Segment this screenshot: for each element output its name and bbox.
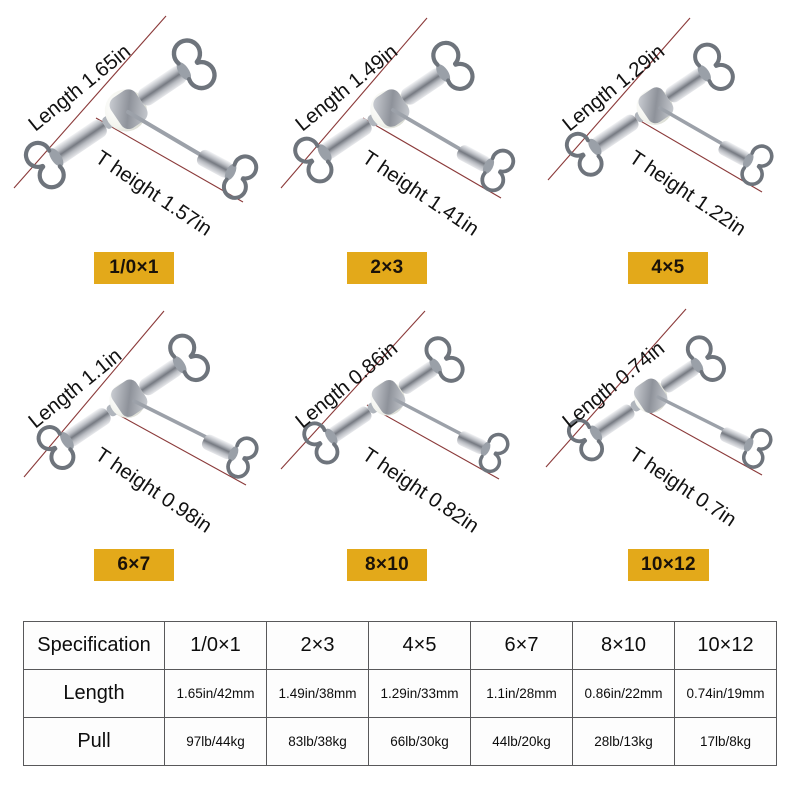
- table-header-cell: 2×3: [266, 621, 369, 670]
- spec-chip: 6×7: [94, 549, 174, 581]
- fishing-t-swivel-photo: [0, 297, 266, 545]
- fishing-t-swivel-photo: [534, 297, 800, 545]
- table-cell: 1.49in/38mm: [266, 669, 369, 718]
- product-photo-grid: Length 1.65in T height 1.57in 1/0×1: [0, 0, 800, 592]
- table-cell: 0.86in/22mm: [572, 669, 675, 718]
- table-cell: 17lb/8kg: [674, 717, 777, 766]
- table-cell: 1.29in/33mm: [368, 669, 471, 718]
- table-row: Length 1.65in/42mm 1.49in/38mm 1.29in/33…: [23, 669, 777, 718]
- specification-table: Specification 1/0×1 2×3 4×5 6×7 8×10 10×…: [23, 621, 777, 766]
- table-header-specification: Specification: [23, 621, 165, 670]
- table-cell: 44lb/20kg: [470, 717, 573, 766]
- row-name-pull: Pull: [23, 717, 165, 766]
- product-cell: Length 0.74in T height 0.7in 10×12: [534, 297, 800, 592]
- table-header-cell: 10×12: [674, 621, 777, 670]
- product-cell: Length 1.65in T height 1.57in 1/0×1: [0, 0, 266, 295]
- table-row: Pull 97lb/44kg 83lb/38kg 66lb/30kg 44lb/…: [23, 717, 777, 766]
- fishing-t-swivel-photo: [534, 0, 800, 248]
- table-cell: 97lb/44kg: [164, 717, 267, 766]
- table-cell: 1.65in/42mm: [164, 669, 267, 718]
- table-header-cell: 6×7: [470, 621, 573, 670]
- table-cell: 66lb/30kg: [368, 717, 471, 766]
- spec-chip: 1/0×1: [94, 252, 174, 284]
- product-cell: Length 1.29in T height 1.22in 4×5: [534, 0, 800, 295]
- product-cell: Length 1.49in T height 1.41in 2×3: [267, 0, 533, 295]
- fishing-t-swivel-photo: [267, 297, 533, 545]
- spec-chip: 10×12: [628, 549, 709, 581]
- table-header-cell: 4×5: [368, 621, 471, 670]
- product-cell: Length 1.1in T height 0.98in 6×7: [0, 297, 266, 592]
- fishing-t-swivel-photo: [267, 0, 533, 248]
- table-cell: 0.74in/19mm: [674, 669, 777, 718]
- table-cell: 83lb/38kg: [266, 717, 369, 766]
- spec-chip: 4×5: [628, 252, 708, 284]
- fishing-t-swivel-photo: [0, 0, 266, 248]
- spec-chip: 8×10: [347, 549, 427, 581]
- table-header-cell: 8×10: [572, 621, 675, 670]
- spec-chip: 2×3: [347, 252, 427, 284]
- row-name-length: Length: [23, 669, 165, 718]
- table-header-row: Specification 1/0×1 2×3 4×5 6×7 8×10 10×…: [23, 621, 777, 670]
- table-header-cell: 1/0×1: [164, 621, 267, 670]
- table-cell: 28lb/13kg: [572, 717, 675, 766]
- table-cell: 1.1in/28mm: [470, 669, 573, 718]
- product-cell: Length 0.86in T height 0.82in 8×10: [267, 297, 533, 592]
